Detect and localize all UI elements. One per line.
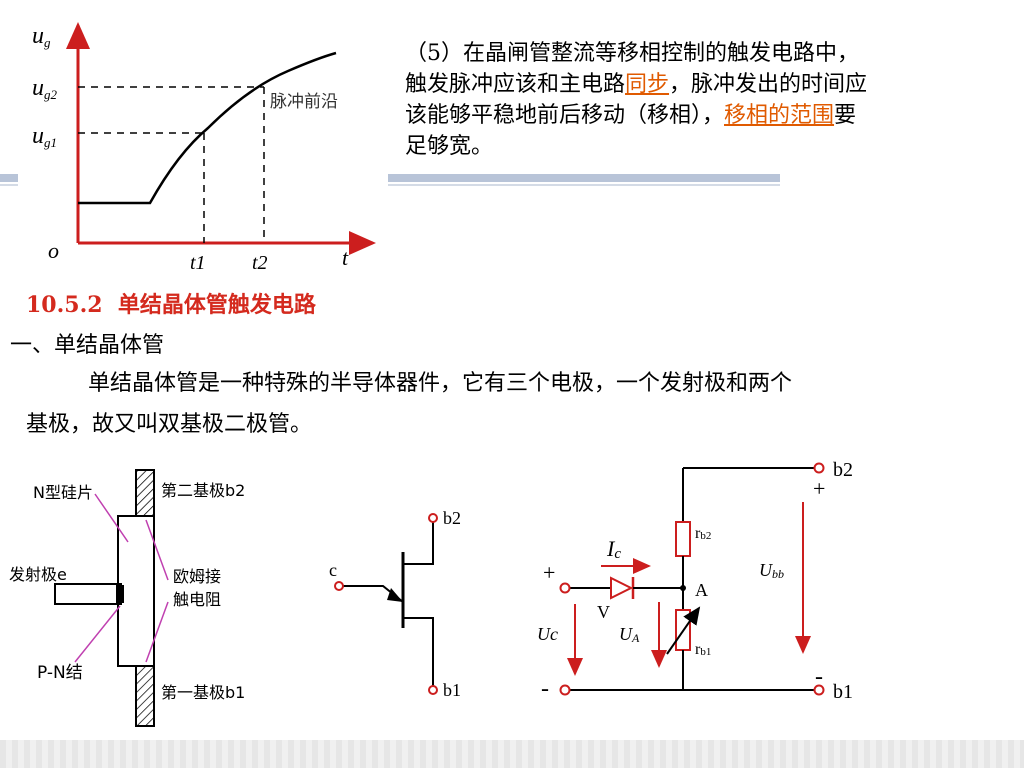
ohmic-label-2: 触电阻 [173, 590, 221, 609]
input-plus-terminal[interactable] [559, 582, 571, 594]
emitter-lead [54, 583, 122, 605]
subsection-heading: 一、单结晶体管 [10, 333, 165, 358]
point5-line4: 足够宽。 [405, 134, 494, 159]
sync-link[interactable]: 同步 [625, 72, 670, 97]
input-minus-terminal[interactable] [559, 684, 571, 696]
x-axis-label: t [342, 245, 349, 270]
ohmic-label-1: 欧姆接 [173, 567, 221, 586]
diode-v [610, 576, 634, 600]
equivalent-circuit: + - Ic V A rb2 rb1 UA Uc Ubb + - b2 b1 [537, 459, 853, 703]
n-type-pointer [94, 493, 129, 543]
uc-label: Uc [537, 624, 558, 644]
output-plus-label: + [813, 476, 825, 501]
ug2-label: ug2 [32, 75, 58, 102]
ujt-b1-lead [403, 617, 434, 688]
emitter-label: 发射极e [9, 565, 67, 584]
rb1-variable-arrow [666, 606, 701, 655]
footer-band [0, 740, 1024, 768]
b1-contact [135, 665, 155, 727]
ujt-e-terminal[interactable] [334, 581, 344, 591]
ujt-emitter-arrow [387, 588, 403, 602]
node-a [680, 585, 686, 591]
y-axis-label: ug [32, 23, 51, 50]
pn-pointer [74, 605, 121, 663]
ubb-label: Ubb [759, 560, 784, 581]
ohmic-pointer-top [145, 519, 169, 581]
b2-output-label: b2 [833, 459, 853, 481]
structure-diagram: N型硅片 第二基极b2 发射极e 欧姆接 触电阻 P-N结 第一基极b1 [9, 469, 245, 727]
ic-label: Ic [606, 536, 621, 562]
b2-contact [135, 469, 155, 517]
body-line-1: 单结晶体管是一种特殊的半导体器件，它有三个电极，一个发射极和两个 [88, 371, 793, 396]
b1-base-label: 第一基极b1 [161, 683, 245, 702]
b2-terminal[interactable] [813, 462, 825, 474]
input-plus-label: + [543, 560, 555, 585]
point5-paragraph: （5）在晶闸管整流等移相控制的触发电路中， 触发脉冲应该和主电路同步，脉冲发出的… [405, 38, 1015, 162]
ohmic-pointer-bottom [145, 601, 169, 663]
ujt-b2-label: b2 [443, 508, 461, 528]
diode-label: V [597, 602, 610, 622]
pulse-curve [78, 51, 337, 205]
decorative-bar [0, 174, 780, 182]
decorative-bar-thin [0, 184, 780, 186]
pulse-front-annotation: 脉冲前沿 [270, 92, 338, 112]
point5-line2: 触发脉冲应该和主电路同步，脉冲发出的时间应 [405, 72, 868, 97]
rb2-label: rb2 [695, 525, 711, 542]
origin-label: o [48, 238, 59, 263]
phase-range-link[interactable]: 移相的范围 [724, 103, 835, 128]
node-a-label: A [695, 580, 708, 600]
pulse-graph-svg: ug ug2 ug1 o t1 t2 t 脉冲前沿 [32, 22, 376, 274]
circuit-svg: N型硅片 第二基极b2 发射极e 欧姆接 触电阻 P-N结 第一基极b1 b2 … [9, 459, 853, 727]
input-minus-label: - [541, 676, 549, 702]
section-heading: 10.5.2 单结晶体管触发电路 [26, 292, 316, 318]
ujt-b1-terminal[interactable] [428, 685, 438, 695]
rb1-label: rb1 [695, 641, 711, 658]
b1-terminal[interactable] [813, 684, 825, 696]
ujt-symbol: b2 c b1 [329, 508, 461, 700]
ua-label: UA [619, 624, 640, 645]
ujt-b2-lead [403, 520, 434, 565]
point5-line3: 该能够平稳地前后移动（移相），移相的范围要 [405, 103, 857, 128]
circuit-figure-panel: N型硅片 第二基极b2 发射极e 欧姆接 触电阻 P-N结 第一基极b1 b2 … [3, 452, 873, 742]
t1-label: t1 [190, 252, 206, 274]
ujt-b1-label: b1 [443, 680, 461, 700]
ujt-b2-terminal[interactable] [428, 513, 438, 523]
rb2-resistor [675, 521, 691, 557]
pn-junction-label: P-N结 [37, 663, 83, 683]
b1-output-label: b1 [833, 681, 853, 703]
ug1-label: ug1 [32, 123, 57, 150]
t2-label: t2 [252, 252, 268, 274]
b2-base-label: 第二基极b2 [161, 481, 245, 500]
point5-line1: （5）在晶闸管整流等移相控制的触发电路中， [405, 41, 859, 66]
body-line-2: 基极，故又叫双基极二极管。 [26, 412, 313, 437]
ujt-e-label: c [329, 560, 337, 580]
output-minus-label: - [815, 664, 823, 690]
pn-junction [116, 585, 124, 603]
pulse-front-graph: ug ug2 ug1 o t1 t2 t 脉冲前沿 [18, 3, 388, 279]
n-type-label: N型硅片 [33, 483, 93, 502]
